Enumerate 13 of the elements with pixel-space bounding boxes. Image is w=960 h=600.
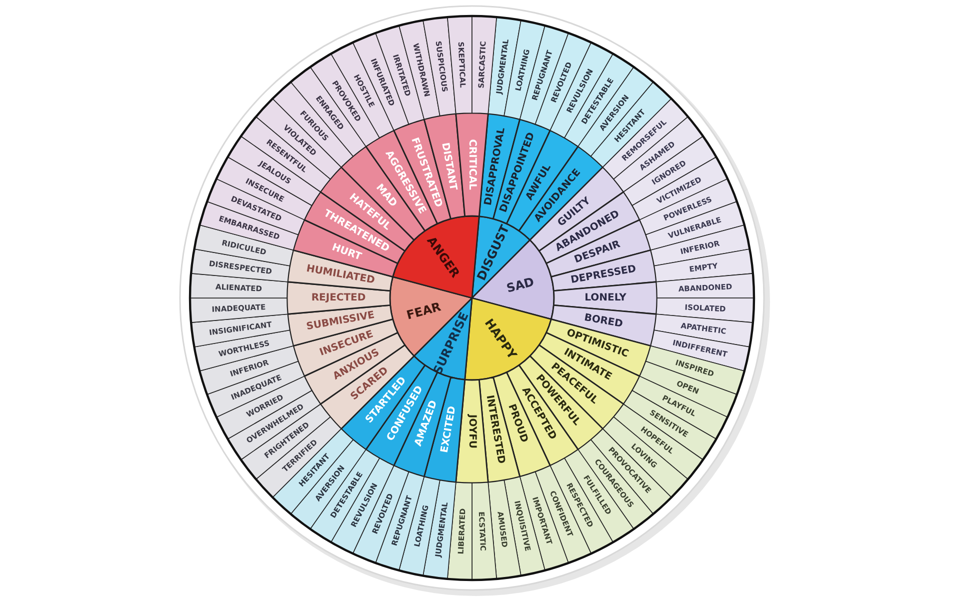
wheel-segment [472,482,497,580]
emotion-label: SAD [505,274,536,296]
emotion-label: DISTANT [439,142,458,192]
wheel-segment [447,16,472,114]
wheel-segment [472,16,497,114]
wheel-segment [656,273,754,298]
emotion-label: CRITICAL [466,139,478,190]
emotion-label: BORED [583,312,624,330]
emotion-label: LONELY [584,292,626,304]
wheel-segment [190,298,288,323]
emotion-label: EXCITED [439,405,458,454]
emotion-label: JOYFU [466,414,478,449]
emotion-label: REJECTED [311,292,366,304]
